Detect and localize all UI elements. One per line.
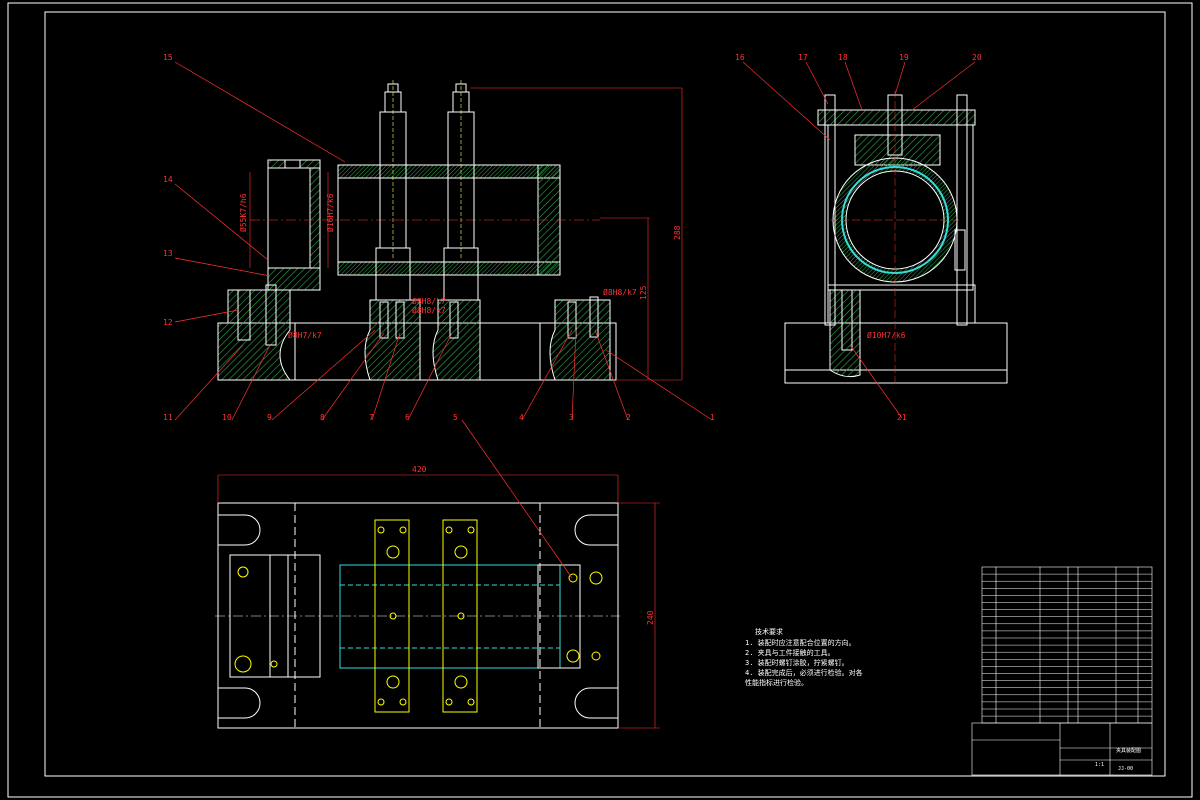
notes-title: 技术要求	[755, 627, 783, 636]
dim-front-125: 125	[639, 285, 648, 300]
callout-20: 20	[972, 53, 982, 62]
callout-10: 10	[222, 413, 232, 422]
note-line-2: 2. 夹具与工件接触的工具。	[745, 648, 835, 657]
callout-8: 8	[320, 413, 325, 422]
callout-16: 16	[735, 53, 745, 62]
dim-side-1: Ø10H7/k6	[867, 330, 906, 340]
callout-2: 2	[626, 413, 631, 422]
callout-9: 9	[267, 413, 272, 422]
dim-front-2: Ø16H7/k6	[325, 193, 335, 232]
callout-11: 11	[163, 413, 173, 422]
dim-front-4: Ø8H8/k7	[412, 296, 446, 306]
top-plan-view-icon	[215, 419, 660, 729]
parts-list-rows	[982, 573, 1152, 717]
callout-12: 12	[163, 318, 173, 327]
title-block-name: 夹具装配图	[1116, 747, 1141, 754]
dim-front-1: Ø55K7/h6	[238, 193, 248, 232]
dim-front-6: Ø8H8/k7	[603, 287, 637, 297]
note-line-1: 1. 装配时应注意配合位置的方向。	[745, 638, 856, 647]
title-block-scale: 1:1	[1095, 762, 1104, 768]
side-section-view-icon	[784, 90, 1008, 385]
sheet-inner-border	[44, 11, 1166, 777]
callout-19: 19	[899, 53, 909, 62]
callout-3: 3	[569, 413, 574, 422]
callout-1: 1	[710, 413, 715, 422]
callout-5: 5	[453, 413, 458, 422]
sheet-outer-border	[7, 2, 1193, 798]
dim-front-5: Ø8H8/k7	[412, 305, 446, 315]
technical-notes: 技术要求 1. 装配时应注意配合位置的方向。 2. 夹具与工件接触的工具。 3.…	[745, 627, 863, 687]
note-line-5: 性能指标进行检验。	[745, 678, 808, 687]
callout-18: 18	[838, 53, 848, 62]
dim-top-height: 240	[646, 610, 655, 625]
front-leaders	[174, 61, 713, 421]
callout-7: 7	[369, 413, 374, 422]
side-leaders	[742, 61, 976, 419]
dim-front-3: Ø8H7/k7	[288, 330, 322, 340]
note-line-3: 3. 装配时螺钉涂胶，拧紧螺钉。	[745, 658, 849, 667]
title-block	[971, 722, 1153, 776]
dim-top-width: 420	[412, 465, 427, 474]
callout-17: 17	[798, 53, 808, 62]
callout-15: 15	[163, 53, 173, 62]
front-callouts: 15 14 13 12 11 10 9 8 7 6 5 4 3 2 1	[163, 53, 715, 422]
callout-14: 14	[163, 175, 173, 184]
dim-front-288: 288	[673, 225, 682, 240]
title-block-drawing-no: JJ-00	[1118, 766, 1133, 772]
callout-6: 6	[405, 413, 410, 422]
note-line-4: 4. 装配完成后，必须进行检验。对各	[745, 668, 863, 677]
front-section-view-icon	[217, 80, 683, 381]
callout-4: 4	[519, 413, 524, 422]
callout-21: 21	[897, 413, 907, 422]
callout-13: 13	[163, 249, 173, 258]
